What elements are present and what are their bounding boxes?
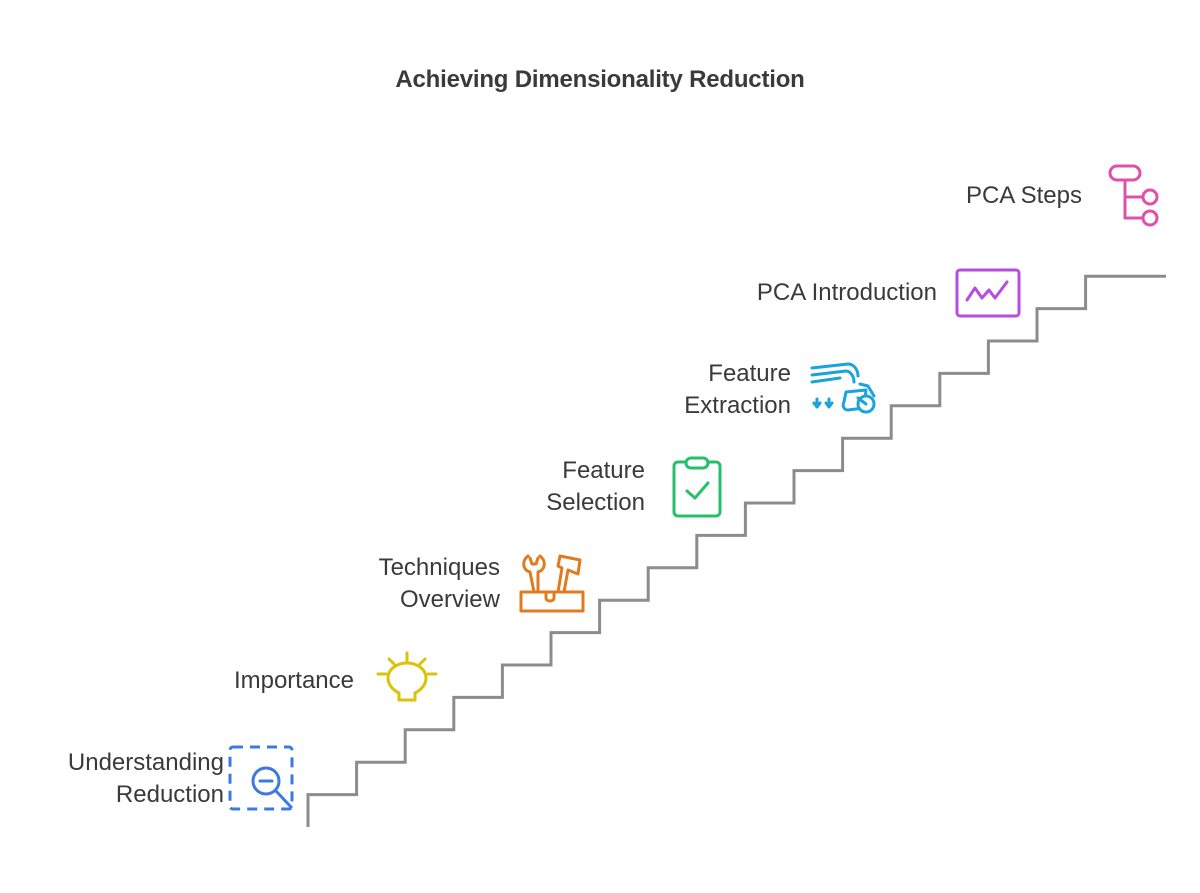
step-label-importance: Importance bbox=[233, 667, 354, 694]
toolbox-icon bbox=[519, 554, 585, 613]
diagram-title: Achieving Dimensionality Reduction bbox=[395, 66, 805, 93]
step-label-feature-selection: Feature Selection bbox=[546, 457, 645, 516]
staircase-line bbox=[306, 274, 1166, 827]
step-label-understanding-reduction: Understanding Reduction bbox=[67, 749, 224, 808]
lightbulb-icon bbox=[376, 651, 438, 702]
excavator-icon bbox=[810, 362, 876, 414]
step-label-pca-steps: PCA Steps bbox=[965, 182, 1082, 209]
line-chart-icon bbox=[955, 268, 1021, 318]
flow-tree-icon bbox=[1108, 164, 1159, 227]
search-minus-icon bbox=[228, 745, 294, 811]
step-label-feature-extraction: Feature Extraction bbox=[684, 360, 791, 419]
step-label-pca-introduction: PCA Introduction bbox=[756, 279, 937, 306]
clipboard-check-icon bbox=[672, 456, 722, 518]
step-label-techniques-overview: Techniques Overview bbox=[378, 554, 500, 613]
